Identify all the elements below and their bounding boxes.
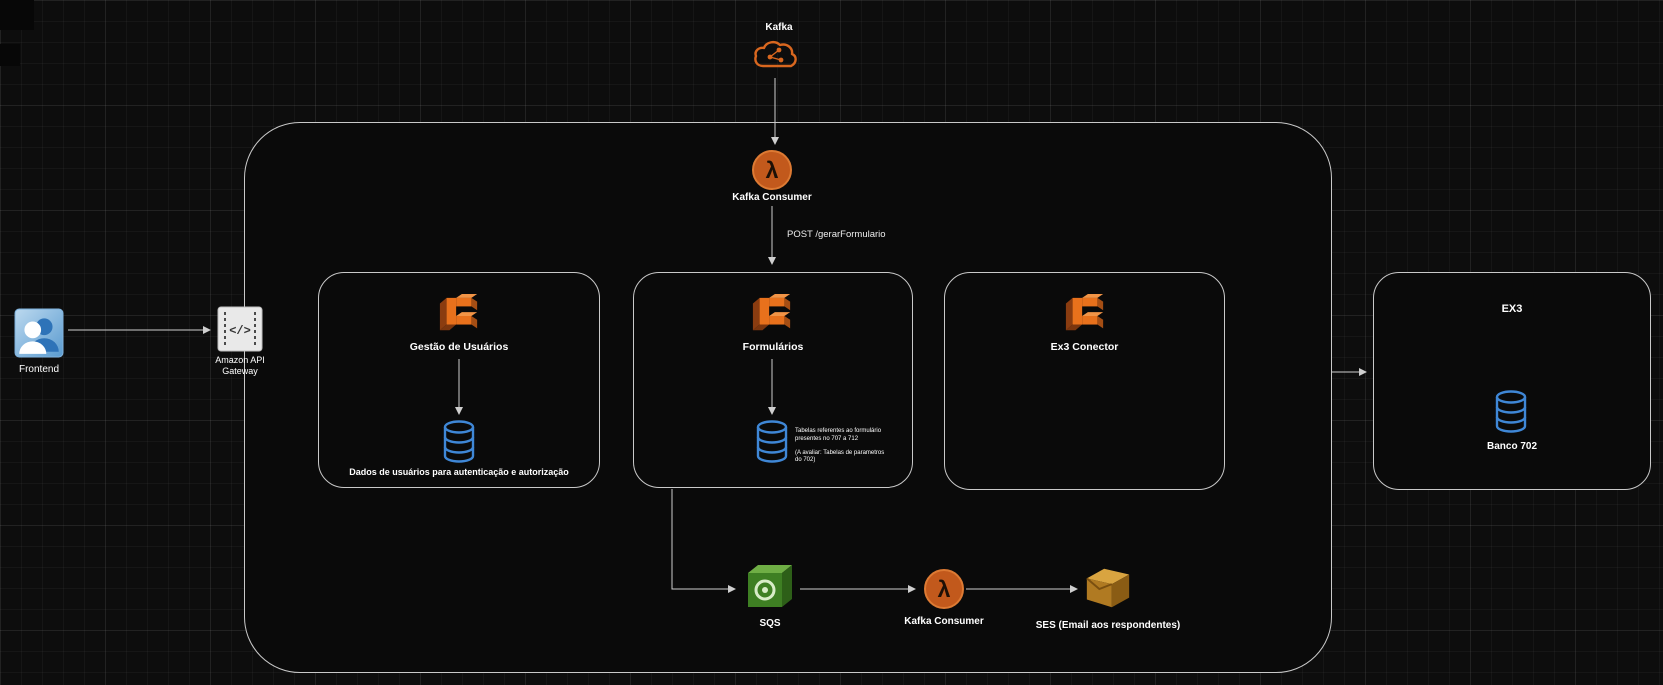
- database-icon: [443, 420, 475, 463]
- database-icon: [756, 420, 788, 463]
- kafka-label: Kafka: [765, 22, 793, 33]
- gestao-db-node[interactable]: [441, 419, 477, 464]
- post-edge-label: POST /gerarFormulario: [787, 229, 886, 240]
- ses-label: SES (Email aos respondentes): [1035, 620, 1181, 631]
- ex3-conector-title: Ex3 Conector: [1050, 341, 1119, 353]
- gestao-db-caption: Dados de usuários para autenticação e au…: [349, 467, 569, 477]
- formularios-title: Formulários: [742, 341, 804, 353]
- gestao-service-node[interactable]: [435, 294, 483, 336]
- users-icon: [14, 308, 64, 358]
- gestao-title: Gestão de Usuários: [409, 341, 509, 353]
- lambda-glyph: λ: [765, 156, 779, 183]
- formularios-db-note-2: (A avaliar: Tabelas de parametros do 702…: [795, 449, 885, 464]
- api-gateway-icon: </>: [217, 306, 263, 352]
- kafka-consumer-top-node[interactable]: λ: [752, 150, 792, 190]
- kafka-consumer-bottom-node[interactable]: λ: [924, 569, 964, 609]
- ex3-db-caption: Banco 702: [1486, 441, 1538, 452]
- ses-icon: [1086, 568, 1130, 608]
- formularios-db-node[interactable]: [754, 419, 790, 464]
- frontend-node[interactable]: [14, 308, 64, 358]
- ex3-db-node[interactable]: [1493, 389, 1529, 434]
- api-gateway-glyph: </>: [229, 324, 251, 338]
- api-gateway-label: Amazon API Gateway: [200, 355, 280, 377]
- formularios-db-notes: Tabelas referentes ao formulário present…: [795, 428, 891, 465]
- sqs-label: SQS: [759, 618, 781, 629]
- kafka-cloud-icon: [754, 40, 797, 68]
- container-service-icon: [439, 294, 478, 331]
- ex3-conector-service-node[interactable]: [1061, 294, 1109, 336]
- lambda-icon: λ: [924, 569, 964, 609]
- dark-patch: [0, 0, 34, 30]
- ex3-title: EX3: [1501, 303, 1523, 315]
- kafka-consumer-bottom-label: Kafka Consumer: [904, 616, 984, 627]
- formularios-service-node[interactable]: [748, 294, 796, 336]
- formularios-db-note-1: Tabelas referentes ao formulário present…: [795, 428, 882, 442]
- lambda-icon: λ: [752, 150, 792, 190]
- sqs-node[interactable]: [744, 562, 796, 612]
- container-service-icon: [1065, 294, 1104, 331]
- sqs-icon: [748, 565, 792, 607]
- database-icon: [1495, 390, 1527, 433]
- api-gateway-node[interactable]: </>: [217, 306, 263, 352]
- ses-node[interactable]: [1083, 565, 1133, 611]
- ex3-box[interactable]: [1373, 272, 1651, 490]
- kafka-node[interactable]: [753, 36, 799, 72]
- dark-patch: [0, 44, 20, 66]
- kafka-consumer-top-label: Kafka Consumer: [732, 192, 812, 203]
- frontend-label: Frontend: [18, 364, 60, 375]
- lambda-glyph: λ: [937, 575, 951, 602]
- edge-formularios-to-sqs[interactable]: [671, 489, 736, 593]
- api-gateway-label-line1: Amazon API: [215, 355, 265, 365]
- ex3-conector-box[interactable]: [944, 272, 1225, 490]
- api-gateway-label-line2: Gateway: [222, 365, 258, 376]
- container-service-icon: [752, 294, 791, 331]
